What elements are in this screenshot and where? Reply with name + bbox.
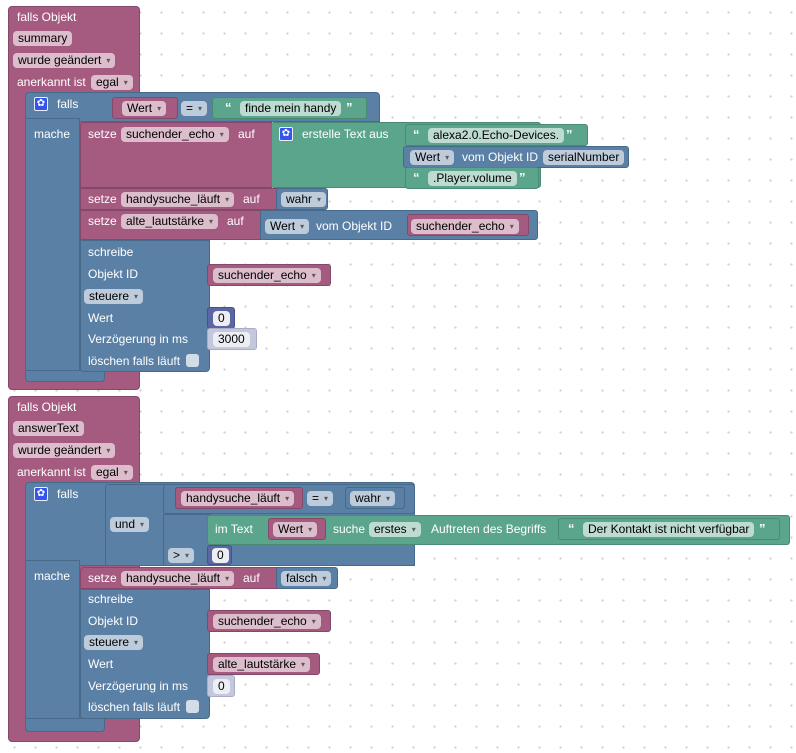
do-label: mache xyxy=(34,127,71,141)
object-id-label: Objekt ID xyxy=(88,614,139,628)
trigger-dropdown[interactable]: wurde geändert xyxy=(13,443,116,458)
write-label: schreibe xyxy=(88,245,134,259)
clear-checkbox[interactable] xyxy=(186,354,199,367)
set-label: setze xyxy=(88,214,117,228)
var-dropdown[interactable]: alte_lautstärke xyxy=(213,657,311,672)
bool-dropdown[interactable]: wahr xyxy=(281,192,327,207)
logic-op-dropdown[interactable]: und xyxy=(110,517,150,532)
value-label: Wert xyxy=(88,311,114,325)
event-header: falls Objekt xyxy=(17,400,77,414)
open-quote-icon: “ xyxy=(225,100,232,115)
mode-dropdown[interactable]: steuere xyxy=(84,635,144,650)
gear-icon[interactable]: ✿ xyxy=(34,487,48,501)
gear-icon[interactable]: ✿ xyxy=(279,127,293,141)
value-label: Wert xyxy=(88,657,114,671)
open-quote-icon: “ xyxy=(568,521,575,536)
text-literal-field[interactable]: alexa2.0.Echo-Devices. xyxy=(428,128,565,143)
open-quote-icon: “ xyxy=(413,170,420,185)
object-id-field[interactable]: summary xyxy=(13,31,73,46)
to-label: auf xyxy=(227,214,244,228)
var-dropdown[interactable]: handysuche_läuft xyxy=(181,491,295,506)
ack-label: anerkannt ist xyxy=(17,465,86,479)
if-label: falls xyxy=(57,97,79,111)
if-block-foot xyxy=(25,718,105,732)
create-text-label: erstelle Text aus xyxy=(302,127,389,141)
object-id-label: Objekt ID xyxy=(88,267,139,281)
ack-dropdown[interactable]: egal xyxy=(91,465,133,480)
delay-label: Verzögerung in ms xyxy=(88,679,189,693)
compare-op-dropdown[interactable]: = xyxy=(307,491,334,506)
if-label: falls xyxy=(57,487,79,501)
value-dropdown[interactable]: Wert xyxy=(410,150,455,165)
text-literal-field[interactable]: Der Kontakt ist nicht verfügbar xyxy=(583,522,755,537)
in-text-label: im Text xyxy=(215,522,253,536)
do-label: mache xyxy=(34,569,71,583)
var-dropdown[interactable]: suchender_echo xyxy=(121,127,229,142)
number-field[interactable]: 0 xyxy=(213,311,230,326)
var-dropdown[interactable]: suchender_echo xyxy=(213,268,321,283)
ack-label: anerkannt ist xyxy=(17,75,86,89)
if-block-side xyxy=(25,118,80,382)
number-field[interactable]: 0 xyxy=(212,548,229,563)
object-id-field[interactable]: serialNumber xyxy=(543,150,625,165)
var-dropdown[interactable]: alte_lautstärke xyxy=(121,214,219,229)
open-quote-icon: “ xyxy=(413,127,420,142)
trigger-dropdown[interactable]: wurde geändert xyxy=(13,53,116,68)
ack-dropdown[interactable]: egal xyxy=(91,75,133,90)
clear-label: löschen falls läuft xyxy=(88,700,181,714)
mode-dropdown[interactable]: steuere xyxy=(84,289,144,304)
close-quote-icon: ” xyxy=(759,521,766,536)
number-field[interactable]: 0 xyxy=(213,679,230,694)
clear-label: löschen falls läuft xyxy=(88,354,181,368)
close-quote-icon: ” xyxy=(346,100,353,115)
var-dropdown[interactable]: suchender_echo xyxy=(213,614,321,629)
compare-op-dropdown[interactable]: = xyxy=(181,101,208,116)
text-literal-field[interactable]: finde mein handy xyxy=(240,101,342,116)
write-label: schreibe xyxy=(88,592,134,606)
write-block[interactable] xyxy=(80,589,210,719)
text-literal-field[interactable]: .Player.volume xyxy=(428,171,517,186)
var-dropdown[interactable]: handysuche_läuft xyxy=(121,571,235,586)
var-dropdown[interactable]: handysuche_läuft xyxy=(121,192,235,207)
which-dropdown[interactable]: erstes xyxy=(369,522,421,537)
compare-op-dropdown[interactable]: > xyxy=(168,548,195,563)
if-block-side xyxy=(25,560,80,732)
to-label: auf xyxy=(243,571,260,585)
gear-icon[interactable]: ✿ xyxy=(34,97,48,111)
var-dropdown[interactable]: suchender_echo xyxy=(411,219,519,234)
var-dropdown[interactable]: Wert xyxy=(122,101,167,116)
set-label: setze xyxy=(88,127,117,141)
clear-checkbox[interactable] xyxy=(186,700,199,713)
bool-dropdown[interactable]: falsch xyxy=(281,571,332,586)
number-field[interactable]: 3000 xyxy=(213,332,250,347)
var-dropdown[interactable]: Wert xyxy=(273,522,318,537)
write-block[interactable] xyxy=(80,240,210,372)
to-label: auf xyxy=(238,127,255,141)
to-label: auf xyxy=(243,192,260,206)
delay-label: Verzögerung in ms xyxy=(88,332,189,346)
close-quote-icon: ” xyxy=(519,170,526,185)
occurrence-label: Auftreten des Begriffs xyxy=(431,522,547,536)
from-object-label: vom Objekt ID xyxy=(462,150,539,164)
set-label: setze xyxy=(88,192,117,206)
from-object-label: vom Objekt ID xyxy=(316,219,393,233)
bool-dropdown[interactable]: wahr xyxy=(350,491,396,506)
event-header: falls Objekt xyxy=(17,10,77,24)
search-label: suche xyxy=(333,522,366,536)
close-quote-icon: ” xyxy=(566,127,573,142)
if-block-foot xyxy=(25,370,105,382)
set-label: setze xyxy=(88,571,117,585)
value-dropdown[interactable]: Wert xyxy=(265,219,310,234)
object-id-field[interactable]: answerText xyxy=(13,421,84,436)
